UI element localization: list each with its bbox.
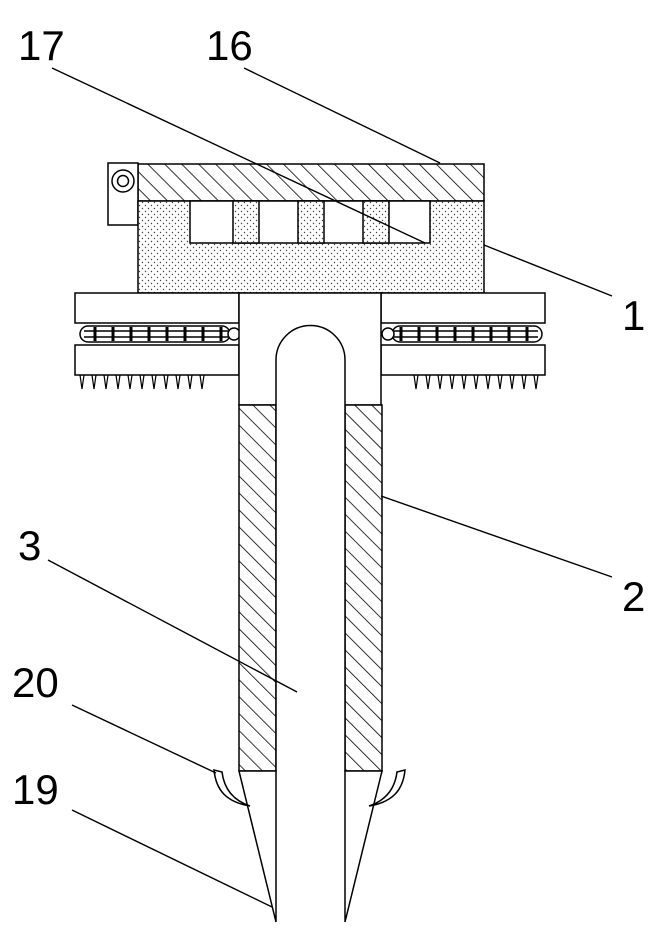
label-1: 1 [622,292,645,339]
inner-rod [276,326,345,772]
label-16: 16 [206,22,253,69]
right-upper-plate [381,293,545,323]
left-lower-plate [75,345,239,375]
right-tip [345,771,382,922]
tube-wall-right [345,405,382,771]
side-bracket [108,163,138,225]
top-cap-plate [138,164,484,201]
tube-wall-left [239,405,276,771]
label-19: 19 [12,766,59,813]
right-lower-plate [381,345,545,375]
left-spikes [80,375,204,389]
left-roller-band [80,326,240,342]
label-2: 2 [622,573,645,620]
compartment-cell-2 [298,201,324,243]
right-roller-band [382,326,542,342]
label-3: 3 [18,522,41,569]
compartment-cell-1 [233,201,259,243]
compartment-cell-3 [363,201,389,243]
right-spikes [414,375,538,389]
label-20: 20 [12,659,59,706]
left-upper-plate [75,293,239,323]
label-17: 17 [18,22,65,69]
